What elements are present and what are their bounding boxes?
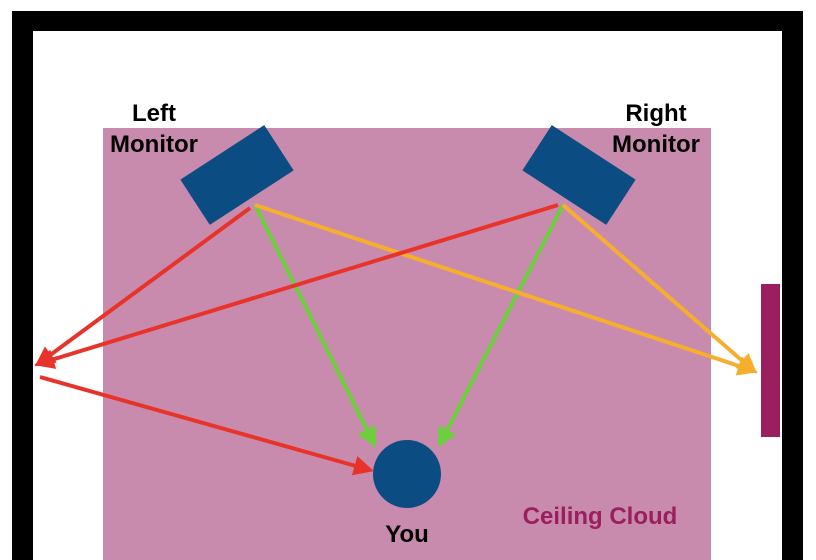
direct-path-left [253,204,376,448]
left-wall-reflection-from-right [34,203,559,369]
left-wall-reflection-from-left [34,206,252,367]
room-wall-right [782,11,803,560]
left-monitor-label-line2: Monitor [110,131,198,158]
right-monitor [522,125,636,225]
right-wall-reflection-from-right [561,203,758,374]
direct-path-right [438,204,565,448]
room-wall-left [12,11,33,560]
right-monitor-label-line1: Right [625,100,686,127]
room-wall-top [12,11,803,31]
side-acoustic-panel [761,284,780,437]
listener-label: You [385,521,429,548]
right-monitor-label-line2: Monitor [612,131,700,158]
left-wall-reflection-to-listener [39,375,374,476]
room-walls [12,11,803,560]
left-monitor [180,125,294,225]
ceiling-cloud-label: Ceiling Cloud [523,503,678,530]
right-wall-reflection-from-left [254,203,758,376]
left-monitor-label-line1: Left [132,100,176,127]
listener-head [373,440,441,508]
